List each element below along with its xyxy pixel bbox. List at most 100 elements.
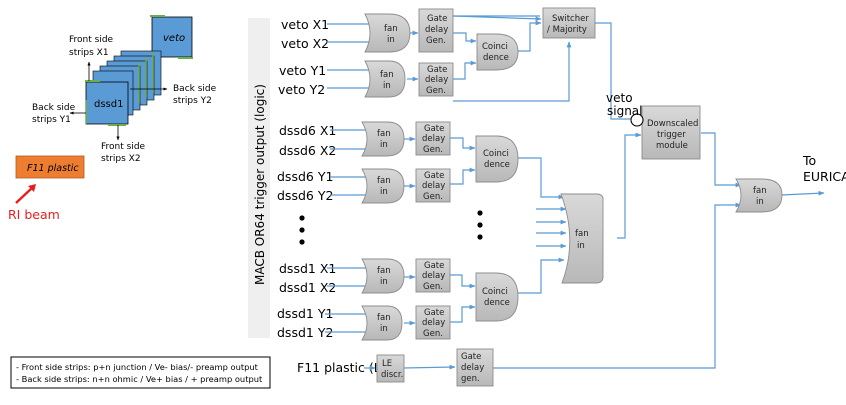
veto-inhibit-circle xyxy=(630,113,644,127)
svg-text:delay: delay xyxy=(461,363,484,373)
svg-text:Gate: Gate xyxy=(424,124,444,134)
svg-text:in: in xyxy=(380,277,388,287)
svg-text:Gen.: Gen. xyxy=(426,86,446,96)
input-veto-y2: veto Y2 xyxy=(278,82,325,97)
svg-text:Gate: Gate xyxy=(424,171,444,181)
dssd1-detector xyxy=(85,81,129,125)
svg-text:fan: fan xyxy=(377,313,391,323)
back-strips-y2-label: Back side xyxy=(173,84,217,94)
svg-text:Gen.: Gen. xyxy=(423,282,443,292)
coincidence-dssd1: Coinci dence xyxy=(475,272,519,322)
svg-text:Gate: Gate xyxy=(461,352,481,362)
svg-text:delay: delay xyxy=(422,181,445,191)
svg-text:in: in xyxy=(387,35,395,45)
svg-text:in: in xyxy=(380,324,388,334)
fan-in-final: fan in xyxy=(735,178,783,213)
input-dssd1-y2: dssd1 Y2 xyxy=(277,325,333,340)
svg-text:strips X2: strips X2 xyxy=(101,154,141,164)
input-dssd1-x1: dssd1 X1 xyxy=(279,261,336,276)
gate-delay-veto-y: Gate delay Gen. xyxy=(418,62,454,97)
svg-text:in: in xyxy=(577,241,585,251)
ellipsis-dots-left xyxy=(299,215,305,245)
note-back-side: - Back side strips: n+n ohmic / Ve+ bias… xyxy=(16,374,263,384)
svg-text:Downscaled: Downscaled xyxy=(647,119,698,129)
veto-detector-label: veto xyxy=(163,33,185,44)
svg-text:delay: delay xyxy=(422,271,445,281)
svg-text:EURICA: EURICA xyxy=(803,169,846,184)
svg-text:fan: fan xyxy=(575,229,589,239)
input-dssd6-x2: dssd6 X2 xyxy=(279,143,336,158)
svg-text:dence: dence xyxy=(484,298,510,308)
svg-text:dence: dence xyxy=(484,160,510,170)
gate-delay-f11: Gate delay gen. xyxy=(456,348,494,387)
note-front-side: - Front side strips: p+n junction / Ve- … xyxy=(16,362,259,372)
output-to-eurica-label: To xyxy=(802,153,816,168)
svg-text:/ Majority: / Majority xyxy=(547,25,587,35)
svg-text:in: in xyxy=(380,140,388,150)
svg-text:trigger: trigger xyxy=(657,130,686,140)
beam-arrow-icon xyxy=(15,186,34,204)
back-strips-y1-label: Back side xyxy=(32,103,76,113)
notes-box: - Front side strips: p+n junction / Ve- … xyxy=(10,356,271,389)
svg-text:LE: LE xyxy=(382,359,392,369)
input-dssd1-y1: dssd1 Y1 xyxy=(277,306,333,321)
svg-text:module: module xyxy=(656,141,688,151)
svg-text:in: in xyxy=(380,187,388,197)
input-dssd1-x2: dssd1 X2 xyxy=(279,280,336,295)
dssd1-detector-label: dssd1 xyxy=(94,99,123,110)
svg-text:dence: dence xyxy=(483,53,509,63)
fan-in-veto-y: fan in xyxy=(364,60,406,98)
svg-text:fan: fan xyxy=(377,176,391,186)
veto-signal-label: veto xyxy=(606,91,633,105)
downscaled-trigger-module: Downscaled trigger module xyxy=(641,105,701,160)
side-panel xyxy=(248,18,270,338)
input-veto-y1: veto Y1 xyxy=(279,63,326,78)
svg-text:fan: fan xyxy=(753,186,767,196)
input-dssd6-y1: dssd6 Y1 xyxy=(277,169,333,184)
svg-text:strips Y2: strips Y2 xyxy=(173,96,212,106)
svg-text:fan: fan xyxy=(377,266,391,276)
side-panel-label: MACB OR64 trigger output (logic) xyxy=(253,84,267,285)
svg-text:fan: fan xyxy=(377,129,391,139)
svg-text:Gen.: Gen. xyxy=(423,329,443,339)
fan-in-dssd6-x: fan in xyxy=(361,121,405,157)
input-veto-x1: veto X1 xyxy=(281,17,329,32)
input-dssd6-y2: dssd6 Y2 xyxy=(277,188,333,203)
front-strips-x1-label: Front side xyxy=(69,35,114,45)
svg-text:strips X1: strips X1 xyxy=(69,48,109,58)
svg-text:in: in xyxy=(383,81,391,91)
f11-plastic-box xyxy=(15,155,85,179)
fan-in-dssd6-y: fan in xyxy=(361,168,405,204)
svg-text:gen.: gen. xyxy=(461,374,480,384)
svg-text:Gate: Gate xyxy=(424,308,444,318)
svg-text:signal: signal xyxy=(607,104,643,118)
svg-text:Coinci: Coinci xyxy=(483,149,509,159)
veto-detector xyxy=(151,16,193,58)
svg-text:Switcher: Switcher xyxy=(552,14,589,24)
switcher-majority: Switcher / Majority xyxy=(542,7,596,39)
svg-text:Gen.: Gen. xyxy=(423,145,443,155)
gate-delay-dssd1-y: Gate delay Gen. xyxy=(415,305,451,340)
le-discriminator: LE discr. xyxy=(376,354,405,383)
svg-text:delay: delay xyxy=(422,134,445,144)
svg-text:in: in xyxy=(756,197,764,207)
wires xyxy=(325,15,825,371)
input-dssd6-x1: dssd6 X1 xyxy=(279,123,336,138)
fan-in-dssd1-x: fan in xyxy=(361,258,405,294)
svg-text:Gate: Gate xyxy=(427,14,447,24)
svg-text:Gate: Gate xyxy=(427,65,447,75)
svg-text:Coinci: Coinci xyxy=(482,287,508,297)
ri-beam-label: RI beam xyxy=(8,207,60,222)
f11-plastic-label: F11 plastic xyxy=(27,163,79,174)
svg-text:fan: fan xyxy=(384,24,398,34)
detector-sketch: veto dssd1 Front side strips X1 Front si… xyxy=(8,15,217,222)
svg-text:Gen.: Gen. xyxy=(423,192,443,202)
input-veto-x2: veto X2 xyxy=(281,36,329,51)
svg-text:fan: fan xyxy=(380,70,394,80)
gate-delay-dssd1-x: Gate delay Gen. xyxy=(415,258,451,293)
gate-delay-veto-x: Gate delay Gen. xyxy=(418,8,454,53)
coincidence-dssd6: Coinci dence xyxy=(475,135,519,183)
coincidence-veto: Coinci dence xyxy=(476,33,519,71)
gate-delay-dssd6-x: Gate delay Gen. xyxy=(415,121,451,156)
